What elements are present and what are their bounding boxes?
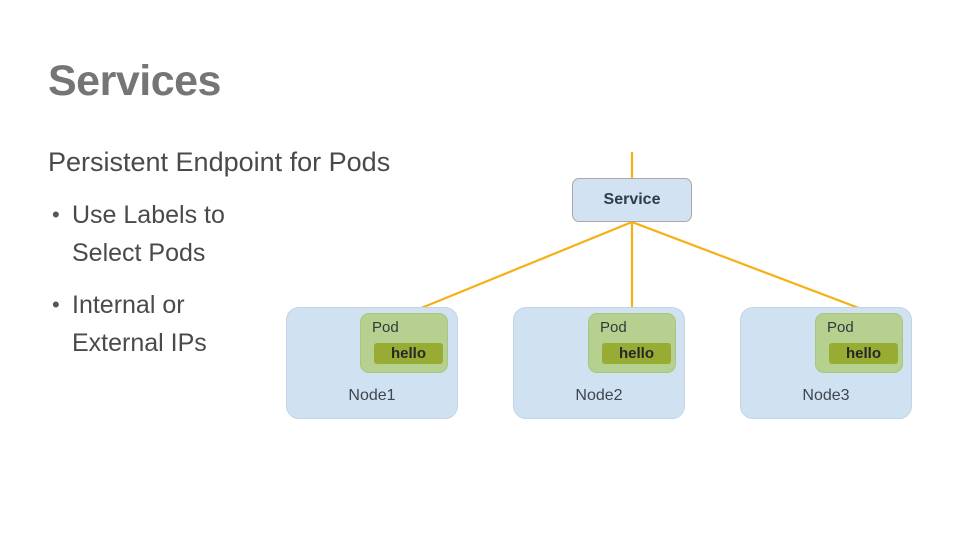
pod-label-badge: hello xyxy=(374,343,443,364)
pod-label: Pod xyxy=(372,319,399,336)
pod-label-badge: hello xyxy=(829,343,898,364)
bullet-dot-icon: • xyxy=(52,292,60,317)
pod-box-node2[interactable]: Pod hello xyxy=(588,313,676,373)
page-subtitle: Persistent Endpoint for Pods xyxy=(48,147,391,177)
service-node[interactable]: Service xyxy=(572,178,692,222)
node-label: Node3 xyxy=(802,387,850,404)
connector-service-node3 xyxy=(631,220,873,315)
pod-box-node1[interactable]: Pod hello xyxy=(360,313,448,373)
node-label: Node1 xyxy=(348,387,396,404)
pod-box-node3[interactable]: Pod hello xyxy=(815,313,903,373)
bullet-text: Internal or External IPs xyxy=(72,291,207,357)
service-label: Service xyxy=(603,191,661,208)
list-item: • Use Labels to Select Pods xyxy=(52,196,352,272)
bullet-text: Use Labels to Select Pods xyxy=(72,201,225,267)
page-title: Services xyxy=(48,57,221,105)
list-item: • Internal or External IPs xyxy=(52,286,352,362)
pod-label: Pod xyxy=(600,319,627,336)
bullet-dot-icon: • xyxy=(52,202,60,227)
node-label: Node2 xyxy=(575,387,623,404)
pod-label: Pod xyxy=(827,319,854,336)
bullet-list: • Use Labels to Select Pods • Internal o… xyxy=(52,196,352,376)
connector-service-node1 xyxy=(408,220,633,315)
pod-label-badge: hello xyxy=(602,343,671,364)
